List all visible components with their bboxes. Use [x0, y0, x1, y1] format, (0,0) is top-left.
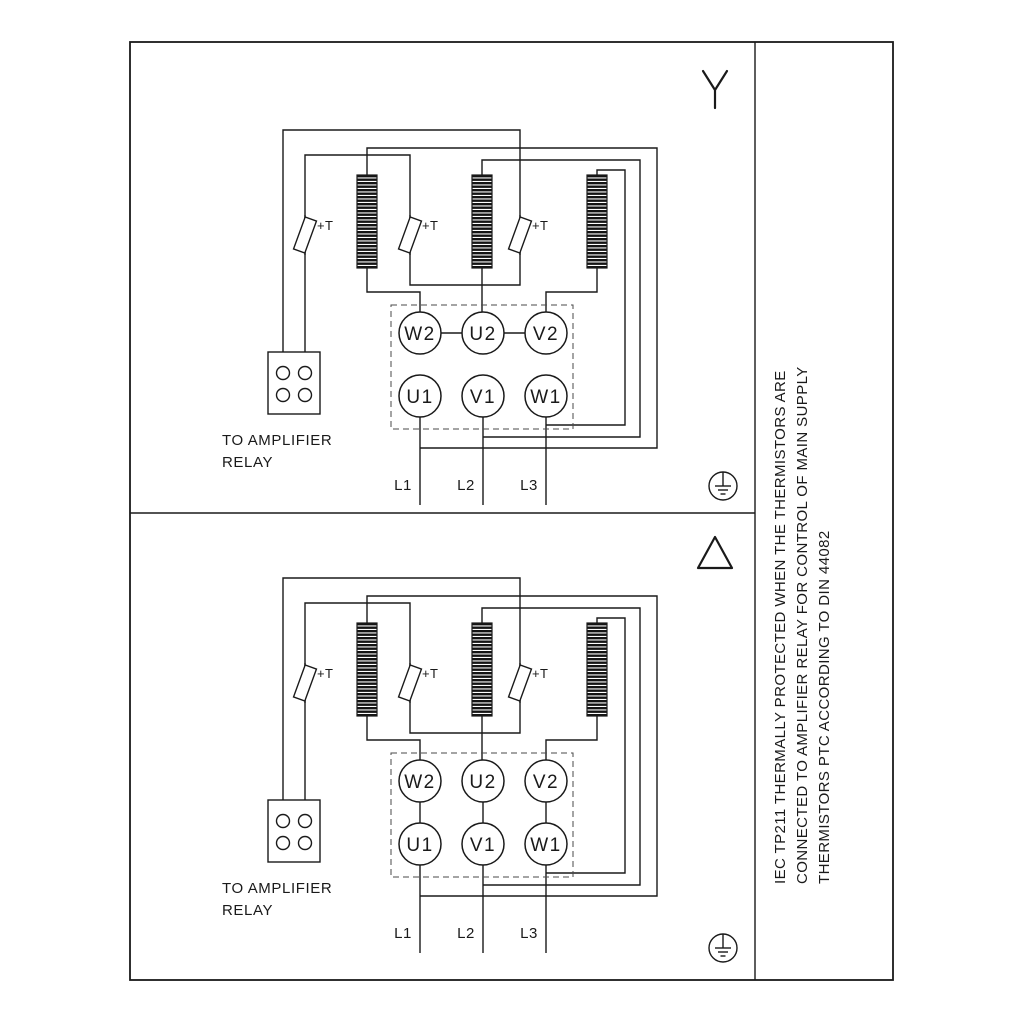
amplifier-caption-line1: TO AMPLIFIER [222, 880, 332, 897]
supply-label-l2: L2 [457, 925, 475, 942]
delta-connection-icon [696, 535, 734, 570]
side-note-line-3: THERMISTORS PTC ACCORDING TO DIN 44082 [816, 530, 833, 884]
terminal-label-w1: W1 [530, 387, 562, 408]
supply-label-l3: L3 [520, 925, 538, 942]
amplifier-caption-line1: TO AMPLIFIER [222, 432, 332, 449]
side-note-strip: IEC TP211 THERMALLY PROTECTED WHEN THE T… [770, 364, 836, 884]
terminal-label-v1: V1 [470, 835, 496, 856]
side-note-line-2: CONNECTED TO AMPLIFIER RELAY FOR CONTROL… [794, 366, 811, 884]
terminal-label-u1: U1 [406, 387, 433, 408]
delta-bridge-links [419, 802, 547, 823]
thermistor-label-1: +T [317, 218, 333, 233]
supply-label-l3: L3 [520, 477, 538, 494]
thermistor-label-3: +T [532, 666, 548, 681]
terminal-label-v2: V2 [533, 324, 559, 345]
delta-panel: W2 U2 V2 U1 V1 W1 +T +T +T TO AMPLIFIER … [222, 535, 738, 963]
side-note-line-1: IEC TP211 THERMALLY PROTECTED WHEN THE T… [772, 370, 789, 884]
thermistor-label-2: +T [422, 218, 438, 233]
earth-ground-icon-star [708, 471, 738, 501]
amplifier-caption-line2: RELAY [222, 454, 273, 471]
amplifier-caption-line2: RELAY [222, 902, 273, 919]
thermistor-label-2: +T [422, 666, 438, 681]
earth-ground-icon-delta [708, 933, 738, 963]
terminal-label-u2: U2 [469, 324, 496, 345]
supply-label-l1: L1 [394, 477, 412, 494]
terminal-label-w2: W2 [404, 324, 436, 345]
thermistor-label-3: +T [532, 218, 548, 233]
drawing-frame [129, 41, 894, 981]
supply-label-l1: L1 [394, 925, 412, 942]
terminal-label-u1: U1 [406, 835, 433, 856]
star-connection-icon [701, 69, 729, 110]
supply-label-l2: L2 [457, 477, 475, 494]
thermistor-label-1: +T [317, 666, 333, 681]
star-panel: W2 U2 V2 U1 V1 W1 +T +T +T TO AMPLIFIER … [222, 69, 738, 506]
terminal-label-u2: U2 [469, 772, 496, 793]
terminal-label-v2: V2 [533, 772, 559, 793]
terminal-label-v1: V1 [470, 387, 496, 408]
terminal-label-w1: W1 [530, 835, 562, 856]
terminal-label-w2: W2 [404, 772, 436, 793]
